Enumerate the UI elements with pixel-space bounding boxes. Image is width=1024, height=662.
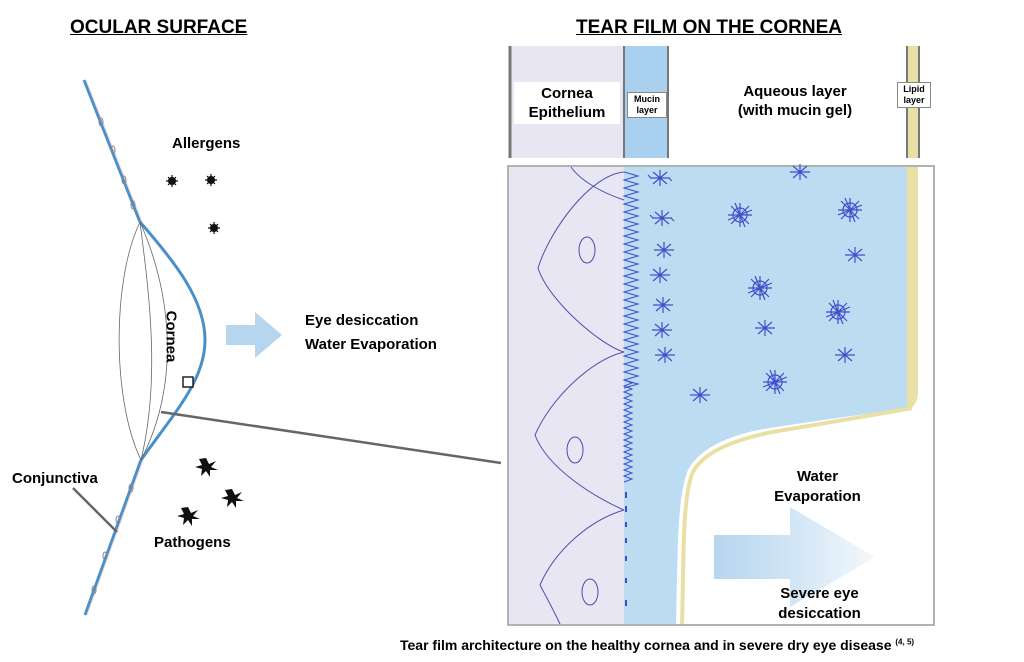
water-evaporation-label: Water Evaporation (305, 336, 437, 353)
cornea-curve (138, 221, 207, 461)
allergens-label: Allergens (172, 135, 241, 152)
cornea-label: Cornea (162, 310, 180, 363)
pathogens-label: Pathogens (154, 534, 231, 551)
caption-references: (4, 5) (895, 637, 915, 647)
ocular-surface-drawing (72, 79, 502, 616)
zoom-box (182, 376, 194, 388)
ocular-surface-title: OCULAR SURFACE (70, 17, 248, 38)
lipid-layer-label: Lipid layer (897, 82, 931, 108)
water-evaporation-right-label: Water Evaporation (774, 468, 861, 505)
figure-caption: Tear film architecture on the healthy co… (400, 637, 915, 653)
tear-film-zoom (507, 165, 935, 626)
evaporation-arrow (714, 507, 875, 607)
aqueous-layer-label: Aqueous layer (with mucin gel) (737, 83, 853, 119)
desiccation-arrow (226, 312, 282, 358)
pathogen-particles (177, 458, 244, 526)
tear-film-title: TEAR FILM ON THE CORNEA (576, 17, 842, 38)
mucin-gel-strands (647, 164, 865, 403)
severe-desiccation-label: Severe eye desiccation (778, 585, 861, 622)
conjunctiva-label: Conjunctiva (12, 470, 98, 487)
eye-desiccation-label: Eye desiccation (305, 312, 419, 329)
cornea-epithelium-label: Cornea Epithelium (514, 82, 620, 124)
mucin-layer-label: Mucin layer (627, 92, 667, 118)
